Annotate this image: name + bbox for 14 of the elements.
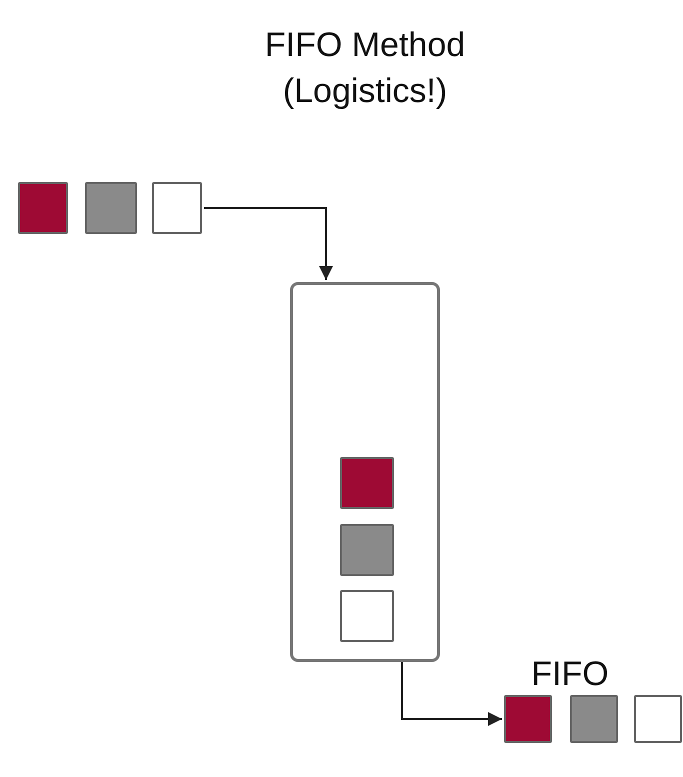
square: [340, 524, 394, 576]
container-box: [290, 282, 440, 662]
square: [634, 695, 682, 743]
square: [340, 457, 394, 509]
square: [504, 695, 552, 743]
square: [570, 695, 618, 743]
title: FIFO Method (Logistics!): [264, 25, 466, 112]
square: [85, 182, 137, 234]
label: FIFO: [530, 654, 610, 695]
square: [340, 590, 394, 642]
arrow: [401, 662, 502, 726]
square: [152, 182, 202, 234]
arrow: [204, 207, 333, 280]
square: [18, 182, 68, 234]
